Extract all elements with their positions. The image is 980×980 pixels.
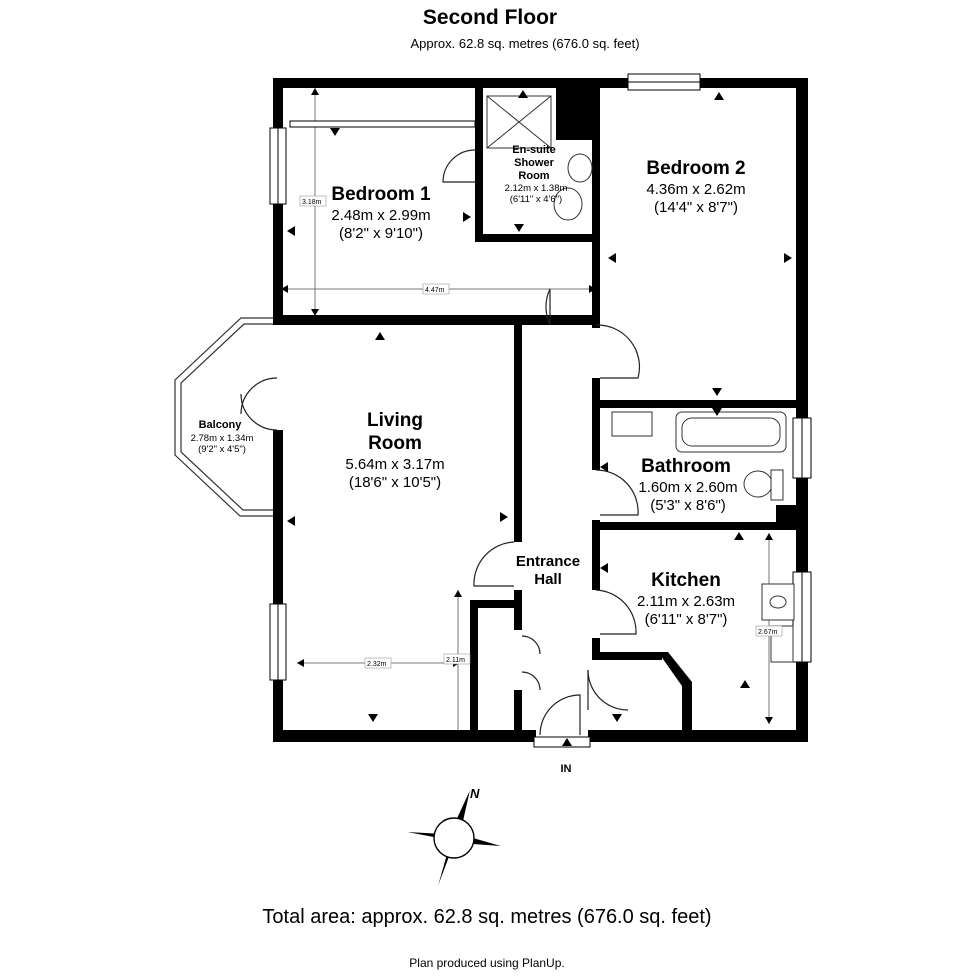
total-area: Total area: approx. 62.8 sq. metres (676… <box>262 906 712 928</box>
living-name-1: Living <box>367 410 423 431</box>
kitchen-name: Kitchen <box>651 570 721 591</box>
hall-name-1: Entrance <box>516 553 580 570</box>
balcony-metric: 2.78m x 1.34m <box>191 433 254 444</box>
ensuite-metric: 2.12m x 1.38m <box>505 183 568 194</box>
dim-tag-bed1-height: 3.18m <box>302 199 322 206</box>
ensuite-imperial: (6'11" x 4'6") <box>510 194 562 205</box>
kitchen-imperial: (6'11" x 8'7") <box>645 611 728 628</box>
bathroom-name: Bathroom <box>641 456 731 477</box>
bedroom1-imperial: (8'2" x 9'10") <box>339 225 423 242</box>
ensuite-name-3: Room <box>518 170 549 182</box>
bedroom1-metric: 2.48m x 2.99m <box>331 207 430 224</box>
compass-north-label: N <box>470 786 480 801</box>
living-name-2: Room <box>368 433 422 454</box>
fixtures <box>486 95 795 663</box>
plan-subtitle: Approx. 62.8 sq. metres (676.0 sq. feet) <box>410 36 640 51</box>
hall-name-2: Hall <box>534 571 562 588</box>
bathroom-imperial: (5'3" x 8'6") <box>650 497 726 514</box>
plan-title: Second Floor <box>422 6 558 29</box>
balcony-name: Balcony <box>199 419 243 431</box>
bathroom-metric: 1.60m x 2.60m <box>638 479 737 496</box>
compass-icon: N <box>407 786 501 886</box>
ensuite-name-2: Shower <box>514 157 554 169</box>
ensuite-name-1: En-suite <box>512 144 555 156</box>
door-swings <box>240 149 641 736</box>
entrance-label: IN <box>561 763 572 775</box>
windows <box>269 73 812 748</box>
bedroom2-name: Bedroom 2 <box>646 158 745 179</box>
kitchen-metric: 2.11m x 2.63m <box>637 593 735 610</box>
dimension-tags: 3.18m 4.47m 2.32m 2.11m 2.67m <box>299 195 783 669</box>
room-labels: Bedroom 1 2.48m x 2.99m (8'2" x 9'10") E… <box>191 144 746 775</box>
dim-tag-bed-width: 4.47m <box>425 287 445 294</box>
plan-credit: Plan produced using PlanUp. <box>409 956 565 970</box>
dim-tag-kitchen-height: 2.67m <box>758 629 778 636</box>
bedroom1-name: Bedroom 1 <box>331 184 431 205</box>
wall-markers <box>287 90 792 746</box>
balcony-imperial: (9'2" x 4'5") <box>198 444 246 455</box>
living-imperial: (18'6" x 10'5") <box>349 474 441 491</box>
dim-tag-living-width: 2.32m <box>367 661 387 668</box>
dim-tag-living-height: 2.11m <box>446 657 465 664</box>
bedroom2-imperial: (14'4" x 8'7") <box>654 199 738 216</box>
walls <box>273 78 808 742</box>
bedroom2-metric: 4.36m x 2.62m <box>646 181 745 198</box>
living-metric: 5.64m x 3.17m <box>345 456 444 473</box>
balcony-outline <box>174 317 273 517</box>
